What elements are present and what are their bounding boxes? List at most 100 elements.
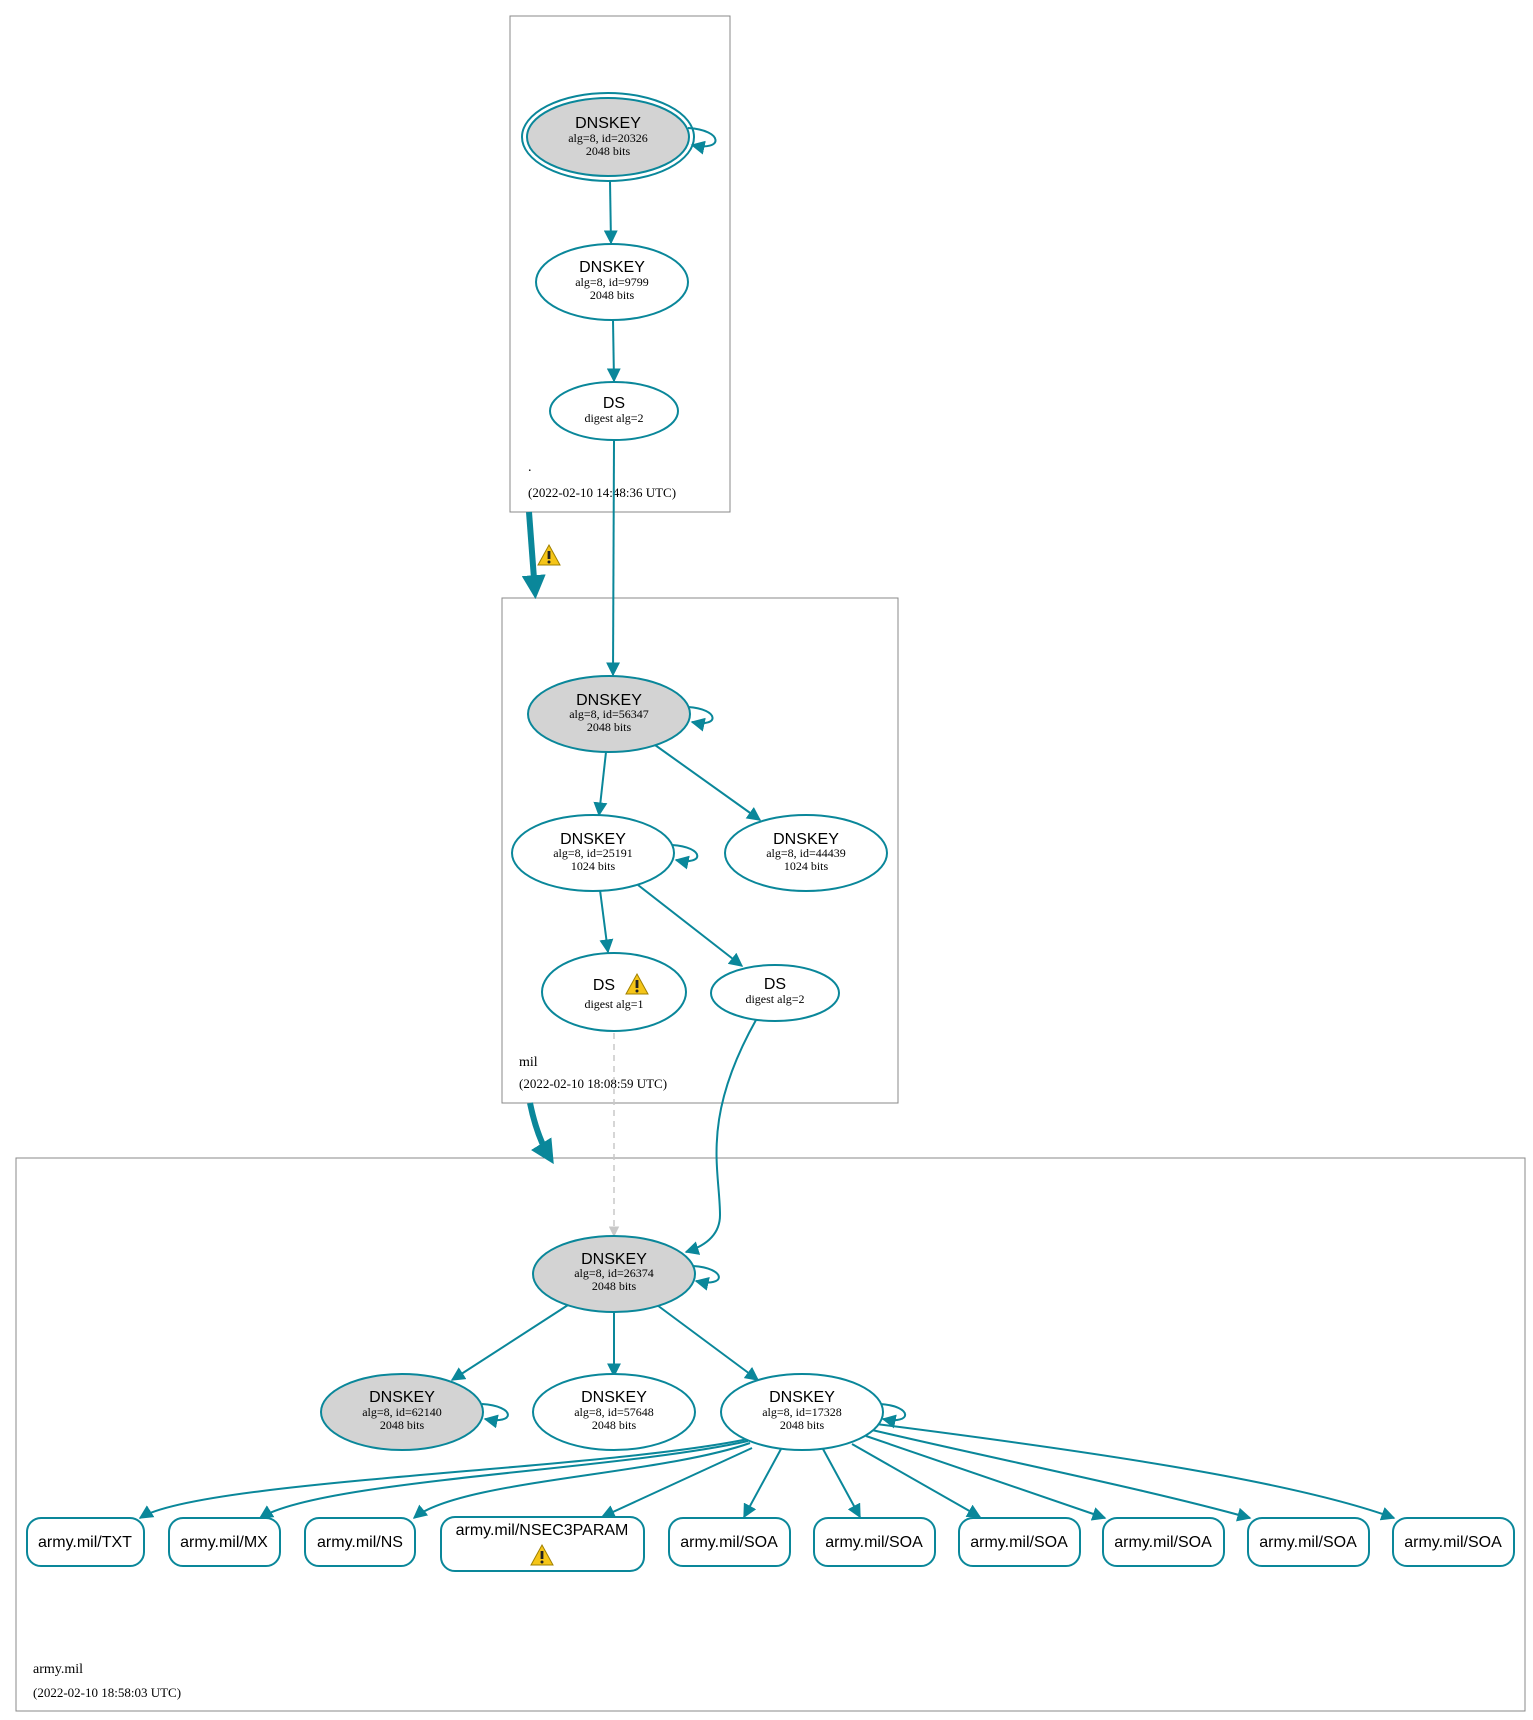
rrset-label: army.mil/SOA [1259,1534,1357,1551]
rrset-label: army.mil/MX [180,1534,268,1551]
self-loop [671,844,699,870]
node-line2: 2048 bits [380,1418,425,1432]
rrset-label: army.mil/SOA [825,1534,923,1551]
node-title: DS [764,976,786,993]
node-title: DNSKEY [769,1389,835,1406]
dnskey-node-root-ksk[interactable]: DNSKEY alg=8, id=20326 2048 bits [521,92,695,182]
delegation-arrow-mil-army [527,1102,554,1165]
zone-mil-timestamp: (2022-02-10 18:08:59 UTC) [519,1076,667,1091]
node-line2: 1024 bits [784,859,829,873]
self-loop [879,1403,907,1429]
ds-node-mil-alg1[interactable]: DS digest alg=1 [541,952,687,1032]
edge [138,1438,749,1519]
edge [875,1423,1396,1521]
node-line1: alg=8, id=17328 [762,1405,842,1419]
dnskey-node-army-17328[interactable]: DNSKEY alg=8, id=17328 2048 bits [720,1373,884,1451]
node-line1: digest alg=1 [584,997,643,1011]
self-loop [687,127,717,155]
node-title: DNSKEY [575,115,641,132]
node-title: DNSKEY [581,1251,647,1268]
edge [603,180,618,245]
rrset-node[interactable]: army.mil/SOA [1102,1517,1225,1567]
node-title: DS [603,395,625,412]
node-line1: alg=8, id=26374 [574,1266,654,1280]
dnskey-node-root-zsk[interactable]: DNSKEY alg=8, id=9799 2048 bits [535,243,689,321]
edge [654,744,762,821]
edge [258,1440,749,1519]
rrset-label: army.mil/NS [317,1534,403,1551]
node-line1: alg=8, id=62140 [362,1405,442,1419]
node-line2: 2048 bits [590,288,635,302]
dnskey-node-mil-zsk-44439[interactable]: DNSKEY alg=8, id=44439 1024 bits [724,814,888,892]
rrset-node[interactable]: army.mil/SOA [958,1517,1081,1567]
node-line2: 2048 bits [592,1418,637,1432]
rrset-node[interactable]: army.mil/SOA [1247,1517,1370,1567]
edge [450,1304,569,1381]
edge [684,1019,757,1255]
zone-mil-name: mil [519,1055,538,1070]
node-line1: alg=8, id=25191 [553,846,633,860]
rrset-label: army.mil/SOA [680,1534,778,1551]
rrset-node[interactable]: army.mil/MX [168,1517,281,1567]
edge [637,884,744,967]
node-line2: 2048 bits [780,1418,825,1432]
edge [606,440,621,677]
node-title: DNSKEY [369,1389,435,1406]
node-title: DNSKEY [576,692,642,709]
rrset-node[interactable]: army.mil/SOA [668,1517,791,1567]
node-line1: digest alg=2 [584,411,643,425]
node-line2: 2048 bits [587,720,632,734]
zone-army-timestamp: (2022-02-10 18:58:03 UTC) [33,1685,181,1700]
edge [593,751,608,817]
node-title: DNSKEY [579,259,645,276]
zone-mil-box [501,597,899,1104]
edge [656,1304,760,1381]
rrset-node[interactable]: army.mil/NSEC3PARAM [440,1516,645,1572]
edge [600,1447,753,1519]
rrset-label: army.mil/SOA [1114,1534,1212,1551]
edge [871,1429,1252,1522]
dnskey-node-army-ksk[interactable]: DNSKEY alg=8, id=26374 2048 bits [532,1235,696,1313]
node-line2: 2048 bits [592,1279,637,1293]
zone-army-box [15,1157,1526,1712]
rrset-label: army.mil/TXT [38,1534,132,1551]
node-line2: 1024 bits [571,859,616,873]
dnskey-node-army-62140[interactable]: DNSKEY alg=8, id=62140 2048 bits [320,1373,484,1451]
dnskey-node-mil-ksk[interactable]: DNSKEY alg=8, id=56347 2048 bits [527,675,691,753]
dnskey-node-mil-zsk-25191[interactable]: DNSKEY alg=8, id=25191 1024 bits [511,814,675,892]
self-loop [687,706,714,732]
rrset-label: army.mil/SOA [1404,1534,1502,1551]
zone-army-name: army.mil [33,1662,83,1677]
rrset-node[interactable]: army.mil/TXT [26,1517,145,1567]
edge [865,1435,1107,1521]
node-line1: alg=8, id=56347 [569,707,649,721]
edge [606,319,621,383]
self-loop [481,1403,509,1429]
node-title: DS [593,977,615,994]
edge [412,1442,751,1519]
node-title: DNSKEY [560,831,626,848]
node-line1: alg=8, id=44439 [766,846,846,860]
ds-node-mil-alg2[interactable]: DS digest alg=2 [710,964,840,1022]
edge [822,1448,861,1519]
node-line1: digest alg=2 [745,992,804,1006]
rrset-label: army.mil/SOA [970,1534,1068,1551]
rrset-node[interactable]: army.mil/NS [304,1517,416,1567]
zone-root-name: . [528,460,532,475]
rrset-node[interactable]: army.mil/SOA [1392,1517,1515,1567]
rrset-label: army.mil/NSEC3PARAM [456,1522,629,1539]
warning-icon [537,544,561,566]
node-line1: alg=8, id=57648 [574,1405,654,1419]
zone-root-box [509,15,731,513]
node-title: DNSKEY [581,1389,647,1406]
edge [851,1443,982,1518]
edge [743,1448,782,1519]
rrset-node[interactable]: army.mil/SOA [813,1517,936,1567]
node-line2: 2048 bits [586,144,631,158]
self-loop [692,1265,720,1291]
ds-node-root[interactable]: DS digest alg=2 [549,381,679,441]
node-line1: alg=8, id=9799 [575,275,649,289]
zone-root-timestamp: (2022-02-10 14:48:36 UTC) [528,485,676,500]
dnskey-node-army-57648[interactable]: DNSKEY alg=8, id=57648 2048 bits [532,1373,696,1451]
node-title: DNSKEY [773,831,839,848]
